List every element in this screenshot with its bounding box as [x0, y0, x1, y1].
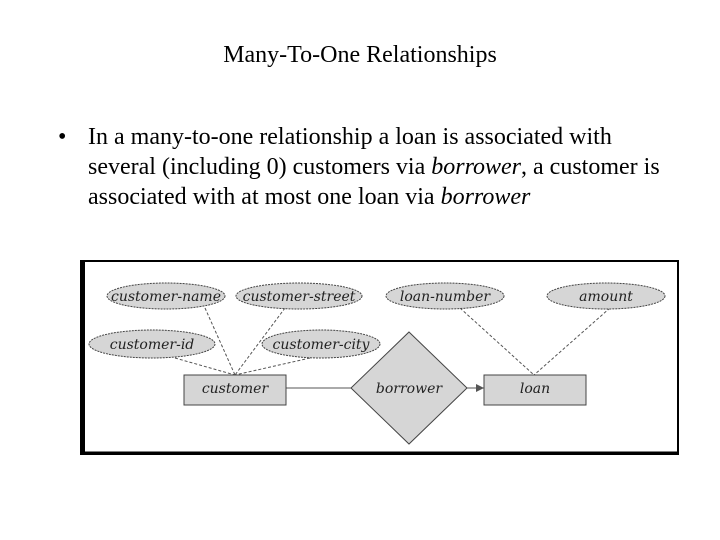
attribute-label: customer-name: [111, 289, 221, 305]
relationship-borrower: borrower: [350, 331, 468, 445]
bullet-dot: •: [58, 124, 67, 150]
bullet-text-part: In a many-to-one relationship a loan is …: [88, 124, 612, 180]
bullet-emphasis: borrower: [431, 154, 522, 180]
connector-line: [204, 307, 236, 376]
connector-line: [174, 357, 236, 376]
connector-line: [459, 307, 535, 376]
connector-line: [234, 307, 286, 376]
entity-label: customer: [202, 381, 270, 397]
connector-line: [533, 307, 611, 376]
attribute-customer-id: customer-id: [88, 329, 216, 359]
slide-title: Many-To-One Relationships: [223, 42, 497, 68]
attribute-label: customer-id: [110, 337, 195, 353]
attribute-customer-name: customer-name: [106, 282, 226, 310]
attribute-label: customer-city: [273, 337, 371, 353]
attribute-label: loan-number: [400, 289, 492, 305]
entity-loan: loan: [483, 374, 587, 406]
er-diagram: customer-name customer-street customer-i…: [80, 260, 679, 455]
entity-customer: customer: [183, 374, 287, 406]
bullet-text: In a many-to-one relationship a loan is …: [88, 122, 668, 212]
connector-lines: [174, 307, 611, 376]
attribute-loan-number: loan-number: [385, 282, 505, 310]
bullet-text-part: , a customer is associated with at most …: [88, 154, 660, 210]
relationship-label: borrower: [376, 381, 443, 397]
entity-label: loan: [520, 381, 550, 397]
attribute-customer-street: customer-street: [235, 282, 363, 310]
attribute-amount: amount: [546, 282, 666, 310]
attribute-label: customer-street: [243, 289, 356, 305]
connector-line: [234, 357, 311, 376]
bullet-emphasis: borrower: [440, 184, 531, 210]
attribute-label: amount: [579, 289, 633, 305]
attribute-customer-city: customer-city: [261, 329, 381, 359]
